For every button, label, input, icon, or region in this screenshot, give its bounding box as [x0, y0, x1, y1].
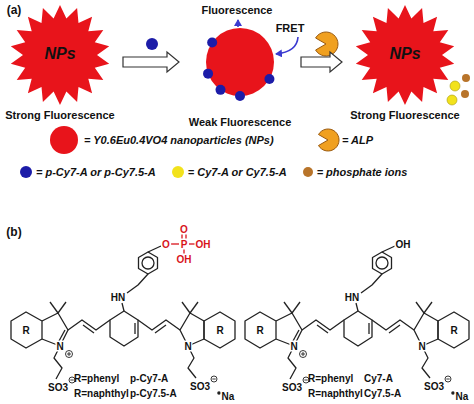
substituent-note: R=phenyl: [308, 373, 353, 384]
emission-label: Fluorescence: [202, 4, 273, 16]
emission-arrow: [237, 20, 239, 27]
bound-probe: [264, 74, 274, 84]
group-label: SO3: [423, 381, 445, 392]
nanoparticle-burst: NPsStrong Fluorescence: [348, 5, 462, 123]
substituent-note: R=phenyl: [74, 373, 119, 384]
atom-label: OH: [395, 239, 412, 250]
bound-probe: [215, 85, 225, 95]
legend-swatch: [172, 166, 184, 178]
alp-legend-symbol: [319, 129, 340, 151]
particle-label: NPs: [348, 45, 462, 63]
substituent-note: R=naphthyl: [74, 388, 129, 399]
nanoparticle-burst: NPsStrong Fluorescence: [3, 5, 117, 123]
atom-label: N: [417, 341, 426, 352]
atom-label: R: [255, 325, 264, 336]
counterion-label: Na: [455, 391, 470, 402]
dye-dot: [447, 95, 457, 105]
atom-label: HN: [344, 292, 360, 303]
compound-name: Cy7-A: [364, 373, 393, 384]
legend-text: = Cy7-A or Cy7.5-A: [188, 167, 287, 178]
phosphate-dot: [462, 74, 470, 82]
legend-text: = Y0.6Eu0.4VO4 nanoparticles (NPs): [84, 135, 274, 146]
compound-name: p-Cy7-A: [130, 373, 168, 384]
compound-name: p-Cy7.5-A: [130, 388, 177, 399]
fret-label: FRET: [276, 22, 305, 34]
atom-label: N: [183, 341, 192, 352]
atom-label: OH: [176, 254, 193, 265]
legend-swatch: [50, 126, 78, 154]
nanoparticle: [206, 28, 274, 96]
atom-label: P: [180, 239, 189, 250]
group-label: SO3: [281, 382, 303, 393]
state-caption: Strong Fluorescence: [348, 109, 462, 121]
dye-dot: [450, 81, 460, 91]
block-arrow: [123, 52, 179, 72]
probe-dot: [146, 38, 158, 50]
atom-label: N: [289, 341, 298, 352]
atom-label: R: [449, 325, 458, 336]
atom-label: R: [215, 325, 224, 336]
compound-name: Cy7.5-A: [364, 388, 401, 399]
atom-label: HN: [110, 292, 126, 303]
state-caption: Strong Fluorescence: [3, 109, 117, 121]
block-arrow: [301, 52, 342, 72]
alp-enzyme: [316, 32, 338, 56]
legend-swatch: [303, 167, 313, 177]
legend-text: = phosphate ions: [317, 167, 408, 178]
group-label: SO3: [47, 382, 69, 393]
p-cy-structure: [11, 246, 235, 395]
legend-text: = ALP: [342, 135, 373, 146]
bound-probe: [203, 69, 213, 79]
panel-label: (a): [7, 3, 22, 17]
legend-swatch: [20, 166, 32, 178]
phosphate-dot: [461, 90, 469, 98]
atom-label: O: [179, 224, 189, 235]
substituent-note: R=naphthyl: [308, 388, 363, 399]
cy-structure: [245, 246, 469, 395]
panel-label: (b): [6, 225, 21, 239]
bound-probe: [235, 91, 245, 101]
phosphate-bonds: [171, 233, 195, 254]
bound-probe: [207, 37, 217, 47]
group-label: SO3: [189, 381, 211, 392]
state-caption: Weak Fluorescence: [185, 116, 295, 128]
fret-arrow: [276, 37, 298, 54]
atom-label: N: [55, 341, 64, 352]
counterion-label: Na: [221, 391, 236, 402]
particle-label: NPs: [3, 45, 117, 63]
legend-text: = p-Cy7-A or p-Cy7.5-A: [36, 167, 156, 178]
atom-label: O: [161, 239, 171, 250]
atom-label: OH: [195, 239, 212, 250]
atom-label: R: [21, 325, 30, 336]
